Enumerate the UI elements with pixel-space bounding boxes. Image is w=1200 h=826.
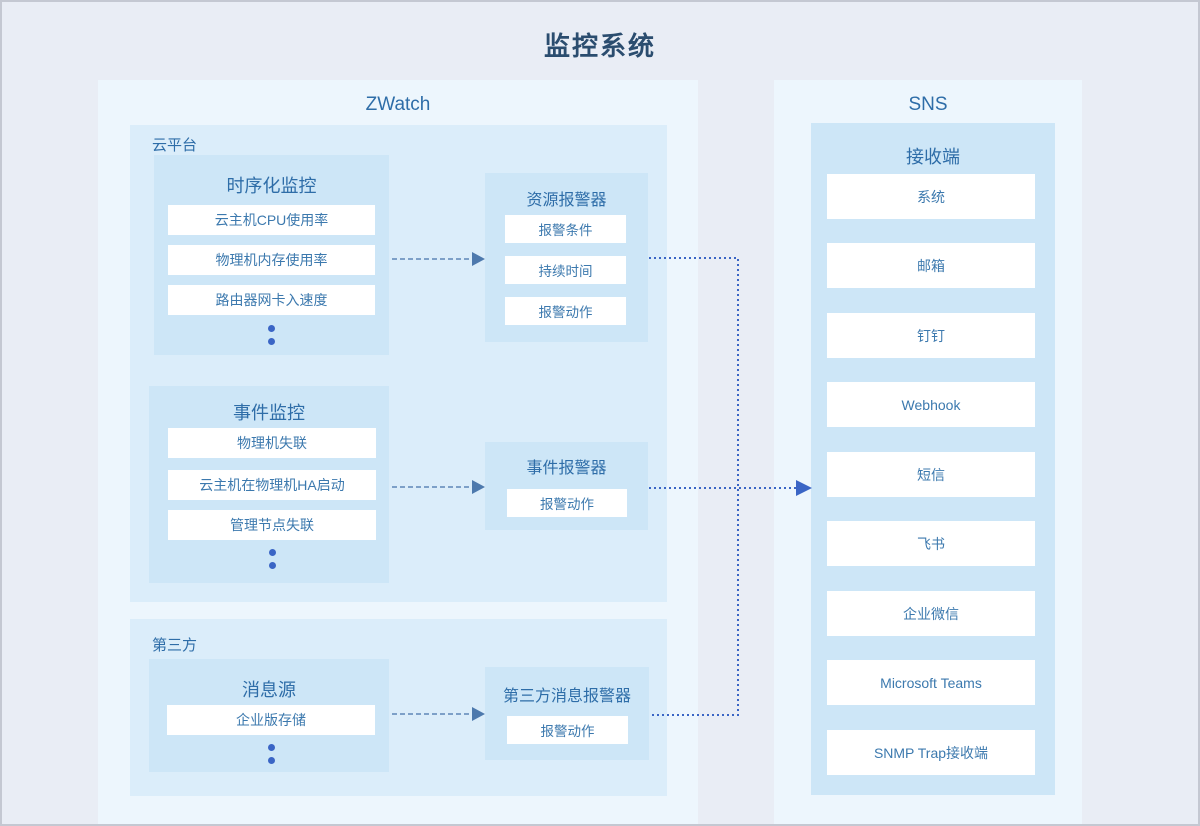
timeseries-item: 云主机CPU使用率	[168, 205, 375, 235]
receiver-item: 飞书	[827, 521, 1035, 566]
ellipsis-dot-icon	[268, 757, 275, 764]
receiver-item: 企业微信	[827, 591, 1035, 636]
timeseries-item: 物理机内存使用率	[168, 245, 375, 275]
receiver-item: Microsoft Teams	[827, 660, 1035, 705]
ellipsis-dot-icon	[268, 744, 275, 751]
receiver-item: Webhook	[827, 382, 1035, 427]
sns-panel-title: SNS	[908, 94, 948, 115]
timeseries-monitor-title: 时序化监控	[226, 176, 317, 196]
receiver-item: 系统	[827, 174, 1035, 219]
zwatch-panel-title: ZWatch	[365, 94, 431, 115]
message-source-title: 消息源	[242, 680, 296, 700]
receiver-item: SNMP Trap接收端	[827, 730, 1035, 775]
cloud-platform-label: 云平台	[152, 137, 198, 154]
ellipsis-dot-icon	[268, 325, 275, 332]
page-title: 监控系统	[543, 31, 656, 61]
resource-alarm-item: 报警条件	[505, 215, 626, 243]
event-item: 管理节点失联	[168, 510, 376, 540]
ellipsis-dot-icon	[269, 549, 276, 556]
event-alarm-title: 事件报警器	[526, 460, 607, 477]
third-party-alarm-box	[485, 667, 649, 760]
receiver-title: 接收端	[906, 147, 960, 167]
timeseries-item: 路由器网卡入速度	[168, 285, 375, 315]
ellipsis-dot-icon	[269, 562, 276, 569]
message-source-item: 企业版存储	[167, 705, 375, 735]
receiver-item: 钉钉	[827, 313, 1035, 358]
resource-alarm-title: 资源报警器	[526, 192, 607, 209]
ellipsis-dot-icon	[268, 338, 275, 345]
event-monitor-title: 事件监控	[233, 403, 305, 423]
event-alarm-item: 报警动作	[507, 489, 627, 517]
resource-alarm-item: 持续时间	[505, 256, 626, 284]
event-item: 云主机在物理机HA启动	[168, 470, 376, 500]
third-party-label: 第三方	[152, 637, 198, 654]
third-party-alarm-title: 第三方消息报警器	[502, 688, 631, 705]
third-party-alarm-item: 报警动作	[507, 716, 628, 744]
resource-alarm-item: 报警动作	[505, 297, 626, 325]
event-item: 物理机失联	[168, 428, 376, 458]
receiver-item: 短信	[827, 452, 1035, 497]
receiver-item: 邮箱	[827, 243, 1035, 288]
